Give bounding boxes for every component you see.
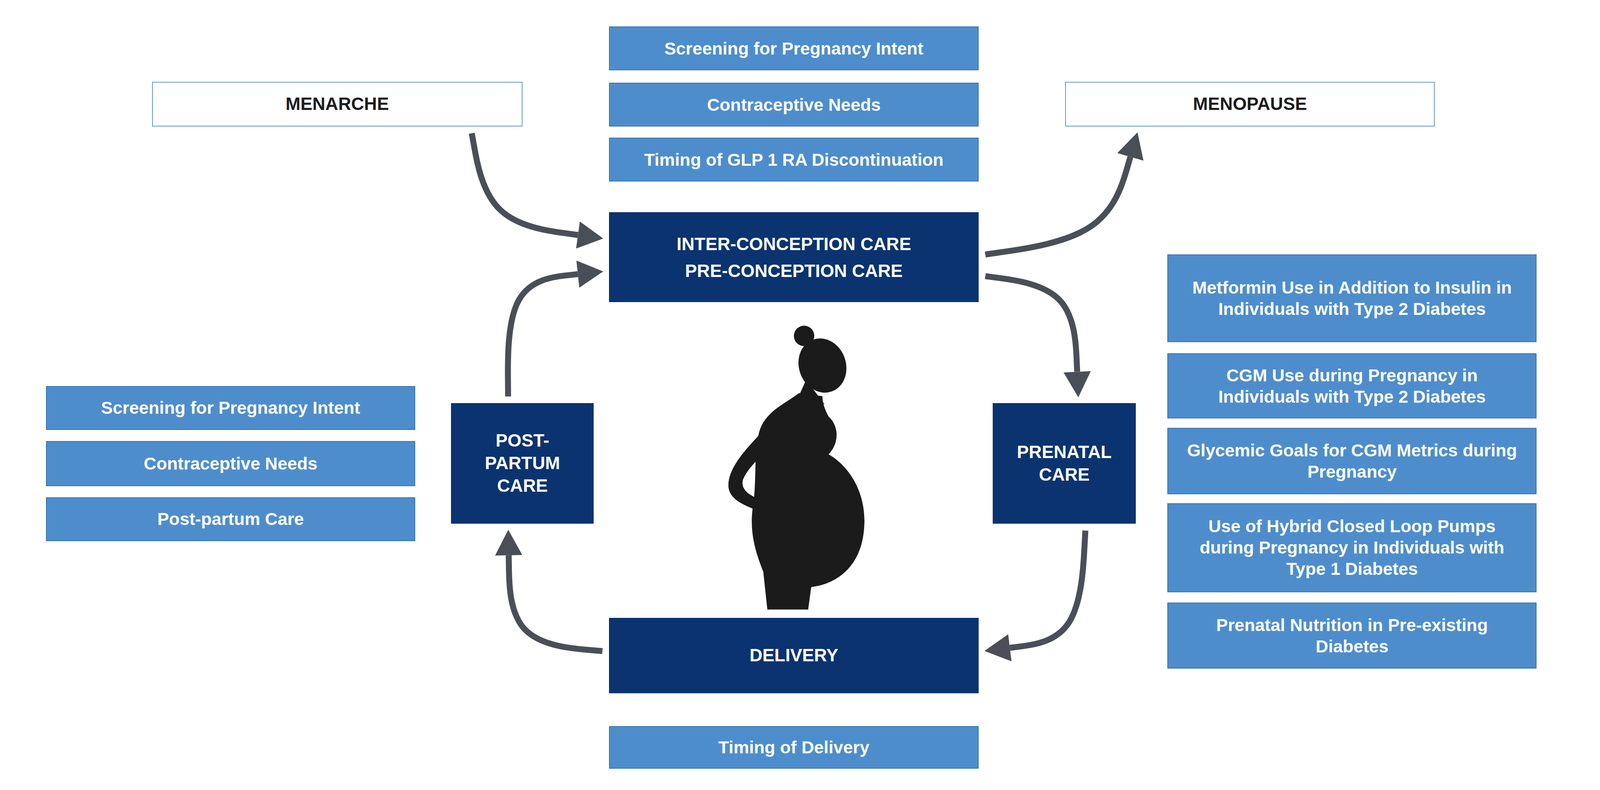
box-label: Timing of Delivery bbox=[718, 736, 870, 758]
topic-box: Post-partum Care bbox=[45, 496, 416, 541]
box-label: Post-partum Care bbox=[157, 508, 304, 530]
box-label: Contraceptive Needs bbox=[143, 452, 318, 474]
topic-box: Timing of GLP 1 RA Discontinuation bbox=[608, 137, 979, 182]
topic-box: Screening for Pregnancy Intent bbox=[608, 26, 979, 71]
silhouette-arm bbox=[728, 426, 767, 511]
life-stage-box: MENOPAUSE bbox=[1065, 81, 1435, 127]
box-label: Contraceptive Needs bbox=[706, 94, 881, 116]
box-label: PRE-CONCEPTION CARE bbox=[685, 257, 903, 285]
topic-box: Contraceptive Needs bbox=[608, 82, 979, 127]
cycle-arrow bbox=[471, 133, 578, 236]
topic-box: Glycemic Goals for CGM Metrics during Pr… bbox=[1167, 427, 1537, 495]
box-label: MENARCHE bbox=[285, 93, 390, 115]
life-stage-box: MENARCHE bbox=[152, 81, 523, 127]
box-label: Screening for Pregnancy Intent bbox=[100, 396, 360, 419]
topic-box: Timing of Delivery bbox=[608, 725, 979, 769]
silhouette-head bbox=[790, 331, 854, 400]
topic-box: Use of Hybrid Closed Loop Pumps during P… bbox=[1167, 502, 1537, 592]
stage-box: POST- PARTUM CARE bbox=[450, 402, 594, 524]
box-label: Use of Hybrid Closed Loop Pumps during P… bbox=[1182, 515, 1522, 580]
box-label: INTER-CONCEPTION CARE bbox=[676, 230, 912, 258]
box-label: CGM Use during Pregnancy in Individuals … bbox=[1182, 364, 1522, 408]
box-label: POST- PARTUM CARE bbox=[460, 429, 585, 497]
box-label: PRENATAL CARE bbox=[1002, 440, 1127, 486]
box-label: Prenatal Nutrition in Pre-existing Diabe… bbox=[1182, 614, 1522, 657]
box-label: MENOPAUSE bbox=[1192, 93, 1308, 115]
stage-box: INTER-CONCEPTION CAREPRE-CONCEPTION CARE bbox=[608, 212, 979, 302]
topic-box: Contraceptive Needs bbox=[45, 440, 416, 486]
topic-box: Metformin Use in Addition to Insulin in … bbox=[1167, 254, 1537, 342]
cycle-arrow bbox=[508, 273, 578, 397]
topic-box: CGM Use during Pregnancy in Individuals … bbox=[1167, 353, 1537, 419]
box-label: DELIVERY bbox=[749, 643, 839, 667]
box-label: Metformin Use in Addition to Insulin in … bbox=[1182, 276, 1522, 320]
silhouette-body bbox=[751, 392, 865, 609]
stage-box: DELIVERY bbox=[608, 617, 979, 693]
box-label: Glycemic Goals for CGM Metrics during Pr… bbox=[1182, 439, 1522, 483]
pregnant-silhouette bbox=[728, 325, 865, 609]
topic-box: Screening for Pregnancy Intent bbox=[45, 385, 416, 430]
cycle-arrow bbox=[508, 554, 603, 651]
cycle-arrow bbox=[1009, 530, 1086, 648]
cycle-arrow bbox=[985, 156, 1131, 255]
cycle-arrow bbox=[985, 275, 1078, 372]
stage-box: PRENATAL CARE bbox=[992, 402, 1136, 524]
box-label: Screening for Pregnancy Intent bbox=[664, 37, 924, 60]
topic-box: Prenatal Nutrition in Pre-existing Diabe… bbox=[1167, 602, 1537, 669]
box-label: Timing of GLP 1 RA Discontinuation bbox=[644, 149, 944, 171]
